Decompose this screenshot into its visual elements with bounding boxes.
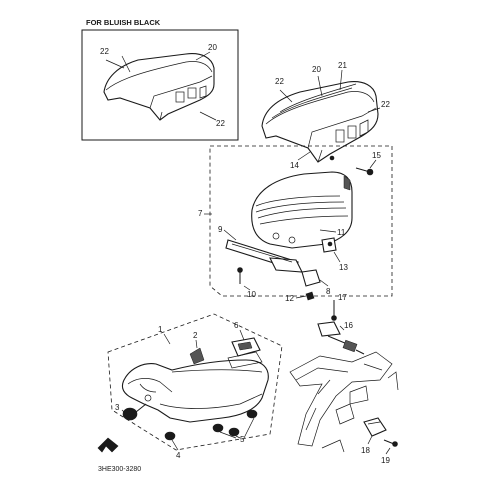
bracket-18: 18 [361, 417, 387, 455]
pad-2: 2 [189, 331, 205, 365]
seat-bracket-9: 9 [218, 225, 303, 273]
hook-8: 8 [301, 269, 331, 296]
damper-5: 5 [212, 409, 258, 444]
callout-5: 5 [240, 435, 245, 444]
callout-4: 4 [176, 451, 181, 460]
callout-12: 12 [285, 294, 294, 303]
callout-16: 16 [344, 321, 353, 330]
callout-11: 11 [337, 228, 346, 237]
frame-section [289, 351, 399, 453]
callout-20-cowl: 20 [312, 65, 321, 74]
bracket-6: 6 [227, 321, 263, 369]
nut-12: 12 [285, 291, 315, 303]
callout-21-cowl: 21 [338, 61, 347, 70]
callout-19: 19 [381, 456, 390, 465]
callout-10: 10 [247, 290, 256, 299]
seat-lock-16: 16 [317, 321, 365, 355]
callout-8: 8 [326, 287, 331, 296]
callout-22-cowl-b: 22 [381, 100, 390, 109]
callout-22-inset-b: 22 [216, 119, 225, 128]
knob-3: 3 [115, 403, 147, 421]
callout-9: 9 [218, 225, 223, 234]
inset-seat-cowl [103, 53, 215, 121]
main-seat [121, 359, 269, 423]
callout-3: 3 [115, 403, 120, 412]
callout-17: 17 [338, 293, 347, 302]
damper-4: 4 [164, 431, 181, 460]
inset-bluish-black: FOR BLUISH BLACK 22 20 22 [81, 18, 239, 141]
rear-seat: 11 [251, 171, 353, 249]
callout-7: 7 [198, 209, 203, 218]
screw-19: 19 [381, 439, 398, 465]
bolt-15 [355, 167, 374, 176]
main-seat-group-outline [107, 313, 283, 451]
front-arrow-icon [97, 437, 119, 453]
callout-18: 18 [361, 446, 370, 455]
callout-1: 1 [158, 325, 163, 334]
inset-title: FOR BLUISH BLACK [86, 18, 161, 27]
latch-13: 13 [321, 237, 348, 272]
callout-15: 15 [372, 151, 381, 160]
callout-22-cowl-a: 22 [275, 77, 284, 86]
callout-22-inset-a: 22 [100, 47, 109, 56]
callout-20-inset: 20 [208, 43, 217, 52]
callout-14: 14 [290, 161, 299, 170]
drawing-code: 3HE300-3280 [98, 466, 141, 473]
inset-frame [81, 29, 239, 141]
bolt-17: 17 [331, 293, 347, 321]
callout-13: 13 [339, 263, 348, 272]
bolt-10: 10 [237, 267, 256, 299]
callout-2: 2 [193, 331, 198, 340]
seat-cowl-assembly: 22 20 21 22 14 15 [261, 61, 390, 176]
callout-6: 6 [234, 321, 239, 330]
